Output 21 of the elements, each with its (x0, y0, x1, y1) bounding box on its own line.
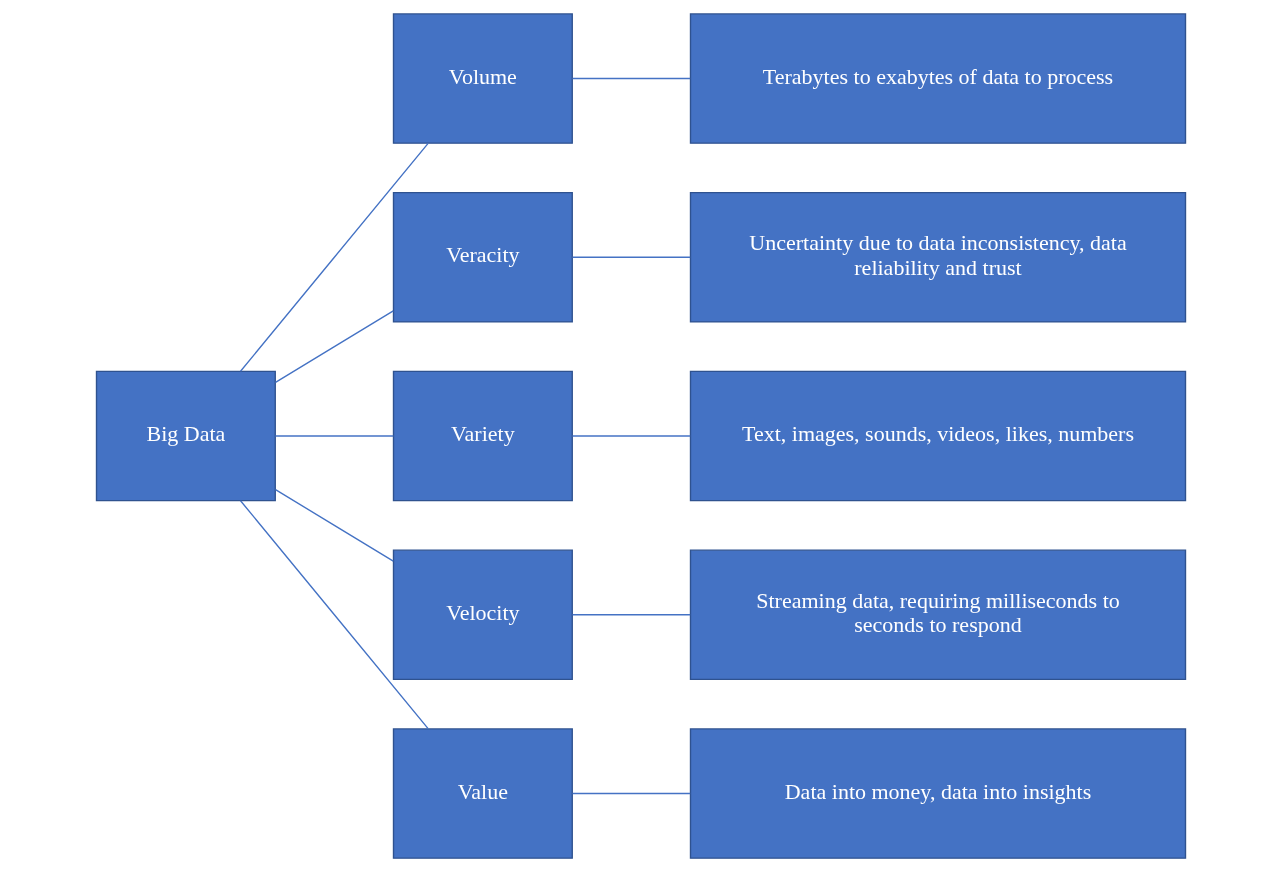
connector (571, 435, 691, 437)
connector (571, 792, 691, 795)
node-box: Uncertainty due to data inconsistency, data reliability and trust (689, 191, 1187, 323)
connector (274, 310, 394, 384)
connector (571, 77, 691, 80)
node-box: Streaming data, requiring milliseconds to seconds to respond (689, 549, 1187, 681)
node-box: Velocity (392, 549, 573, 681)
connector (571, 614, 691, 616)
connector (239, 142, 429, 372)
connector (239, 500, 429, 730)
node-box: Veracity (392, 191, 573, 323)
connector (274, 488, 394, 562)
connector (571, 256, 691, 258)
node-box: Data into money, data into insights (689, 728, 1187, 859)
node-box: Volume (392, 13, 573, 144)
node-box: Value (392, 728, 573, 859)
node-box: Variety (392, 370, 573, 502)
connector (274, 435, 394, 437)
node-box: Big Data (95, 370, 276, 502)
node-box: Terabytes to exabytes of data to process (689, 13, 1187, 144)
node-box: Text, images, sounds, videos, likes, numbers (689, 370, 1187, 502)
